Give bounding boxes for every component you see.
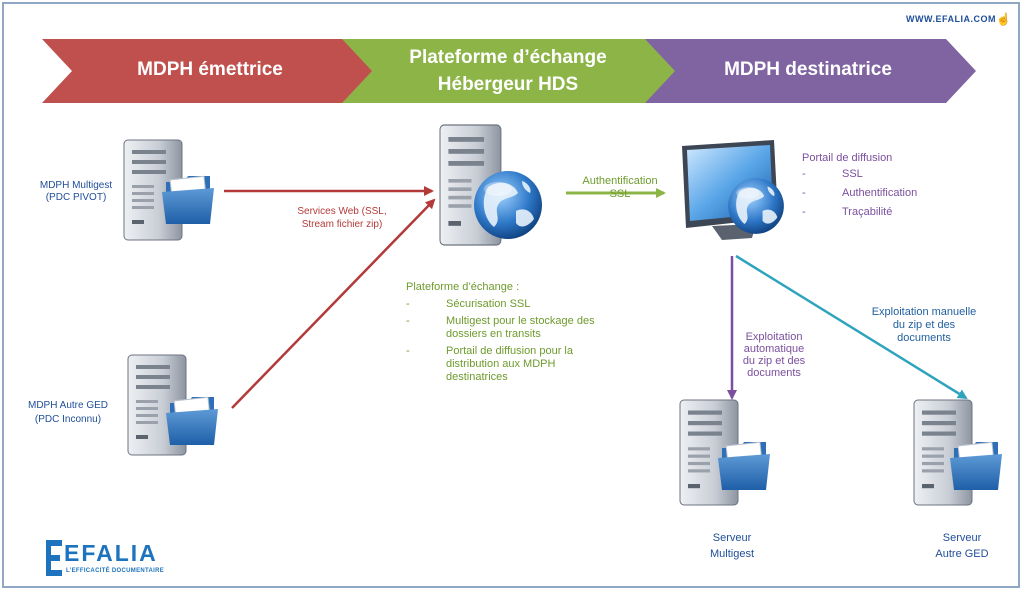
server-label-autreged: Serveur Autre GED: [935, 532, 989, 560]
portal-item: Authentification: [802, 184, 982, 203]
web-services-label: Services Web (SSL, Stream fichier zip): [297, 206, 387, 230]
server-multigest-icon: [679, 399, 771, 506]
stage-chevron-platform: [342, 39, 678, 103]
server-mdph-autreged-icon: [127, 354, 219, 456]
arrow-autreged-to-platform: [231, 198, 436, 409]
platform-title: Plateforme d’échange :: [406, 281, 520, 293]
source-label-multigest: MDPH Multigest (PDC PIVOT): [39, 180, 113, 203]
stage-title-emitter: MDPH émettrice: [137, 59, 283, 80]
server-mdph-multigest-icon: [123, 139, 215, 241]
efalia-logo-mark: [46, 540, 62, 576]
platform-server-icon: [439, 124, 542, 246]
stage-chevron-emitter: [42, 39, 378, 103]
header-banner: [42, 39, 976, 103]
auto-exploit-label: Exploitation automatique du zip et des d…: [742, 331, 806, 379]
platform-item: Sécurisation SSL: [406, 298, 626, 311]
portal-title: Portail de diffusion: [802, 152, 893, 164]
efalia-logo-text: EFALIA: [64, 540, 158, 566]
platform-description: Plateforme d’échange : Sécurisation SSL …: [406, 281, 626, 384]
platform-item: Multigest pour le stockage des dossiers …: [406, 315, 626, 341]
arrow-manual-exploit: [735, 254, 968, 400]
efalia-tagline: L’EFFICACITÉ DOCUMENTAIRE: [66, 568, 165, 574]
cursor-hand-icon: ☝: [996, 12, 1011, 26]
source-label-autreged: MDPH Autre GED (PDC Inconnu): [27, 400, 109, 425]
manual-exploit-label: Exploitation manuelle du zip et des docu…: [871, 306, 977, 344]
portal-item: Traçabilité: [802, 203, 982, 222]
stage-title-receiver: MDPH destinatrice: [724, 59, 892, 80]
portal-monitor-icon: [682, 140, 784, 240]
portal-description: Portail de diffusion SSL Authentificatio…: [802, 151, 982, 222]
portal-item: SSL: [802, 165, 982, 184]
stage-title-platform: Plateforme d’échange Hébergeur HDS: [409, 47, 607, 95]
server-autreged-icon: [913, 399, 1003, 506]
platform-item: Portail de diffusion pour la distributio…: [406, 345, 626, 384]
website-label[interactable]: WWW.EFALIA.COM: [906, 14, 996, 24]
stage-chevron-receiver: [645, 39, 976, 103]
auth-ssl-label: Authentification SSL: [582, 175, 658, 200]
server-label-multigest: Serveur Multigest: [709, 532, 755, 560]
